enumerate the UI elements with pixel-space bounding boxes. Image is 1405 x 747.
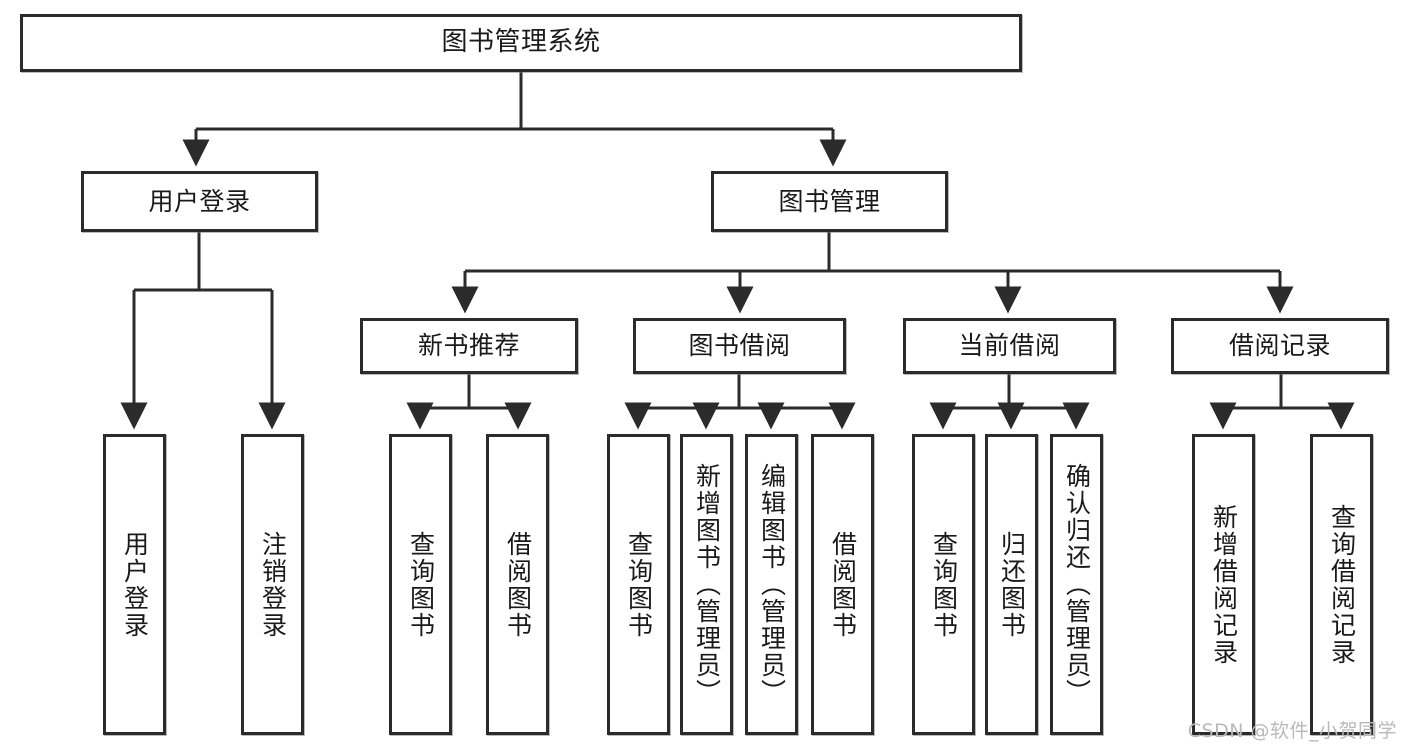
node-book-manage-label: 图书管理 [778,186,881,216]
node-user-login[interactable]: 用户登录 [81,171,318,232]
node-root[interactable]: 图书管理系统 [20,14,1022,72]
leaf-logout[interactable]: 注销登录 [241,434,304,735]
node-book-borrow[interactable]: 图书借阅 [633,318,846,374]
leaf-query-book-borrow-label: 查询图书 [624,530,654,639]
leaf-user-login-label: 用户登录 [120,530,150,639]
leaf-edit-book[interactable]: 编辑图书（管理员） [745,434,798,735]
leaf-return-book[interactable]: 归还图书 [985,434,1038,735]
leaf-user-login[interactable]: 用户登录 [103,434,166,735]
node-root-label: 图书管理系统 [441,27,601,58]
leaf-return-book-label: 归还图书 [997,530,1027,639]
leaf-add-book-label: 新增图书（管理员） [692,463,722,706]
node-current-borrow-label: 当前借阅 [958,331,1061,360]
leaf-borrow-book-rec[interactable]: 借阅图书 [486,434,549,735]
leaf-query-record[interactable]: 查询借阅记录 [1310,434,1373,735]
leaf-query-record-label: 查询借阅记录 [1327,503,1357,666]
leaf-add-book[interactable]: 新增图书（管理员） [680,434,733,735]
leaf-logout-label: 注销登录 [258,530,288,639]
node-borrow-record-label: 借阅记录 [1228,331,1331,360]
node-user-login-label: 用户登录 [148,186,251,216]
leaf-borrow-book[interactable]: 借阅图书 [811,434,874,735]
node-current-borrow[interactable]: 当前借阅 [903,318,1116,374]
leaf-add-record-label: 新增借阅记录 [1209,503,1239,666]
node-new-book-recommend[interactable]: 新书推荐 [360,318,578,374]
node-book-borrow-label: 图书借阅 [688,331,791,360]
leaf-edit-book-label: 编辑图书（管理员） [757,463,787,706]
leaf-query-book-cur-label: 查询图书 [929,530,959,639]
leaf-borrow-book-rec-label: 借阅图书 [503,530,533,639]
leaf-add-record[interactable]: 新增借阅记录 [1192,434,1255,735]
leaf-confirm-return[interactable]: 确认归还（管理员） [1050,434,1103,735]
leaf-query-book-cur[interactable]: 查询图书 [912,434,975,735]
leaf-borrow-book-label: 借阅图书 [828,530,858,639]
leaf-query-book-rec-label: 查询图书 [406,530,436,639]
watermark: CSDN @软件_小贺同学 [1187,720,1397,742]
node-book-manage[interactable]: 图书管理 [711,171,948,232]
leaf-query-book-borrow[interactable]: 查询图书 [607,434,670,735]
leaf-confirm-return-label: 确认归还（管理员） [1062,463,1092,706]
leaf-query-book-rec[interactable]: 查询图书 [389,434,452,735]
node-borrow-record[interactable]: 借阅记录 [1171,318,1389,374]
node-new-book-recommend-label: 新书推荐 [417,331,520,360]
